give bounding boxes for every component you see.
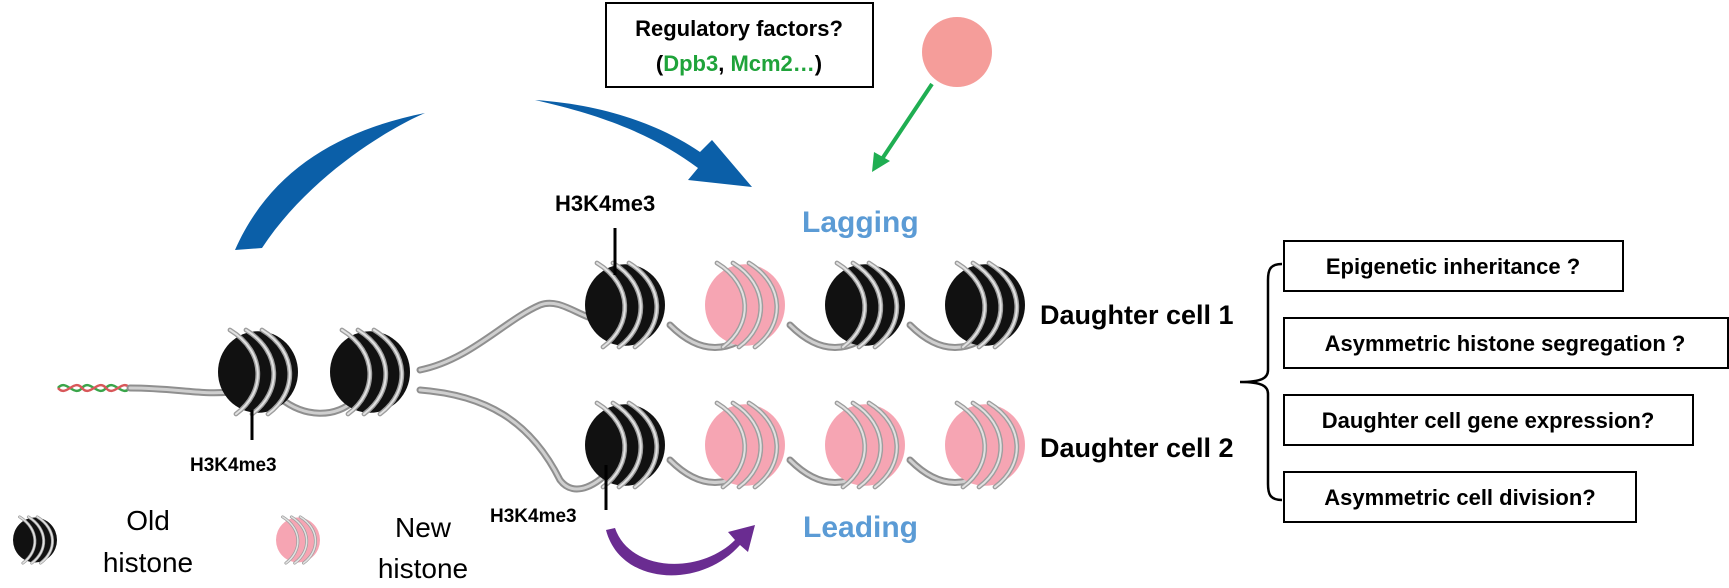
regulatory-factor-circle [922, 17, 992, 87]
question-box-3: Daughter cell gene expression? [1283, 394, 1694, 446]
question-epigenetic-inheritance: Epigenetic inheritance ? [1326, 254, 1580, 279]
question-box-2: Asymmetric histone segregation ? [1283, 317, 1729, 369]
question-asymmetric-histone-segregation: Asymmetric histone segregation ? [1325, 331, 1686, 356]
h3k4me3-label-bottom: H3K4me3 [490, 506, 577, 527]
dpb3-label: Dpb3 [663, 51, 718, 76]
lagging-old-histone-3 [945, 260, 1025, 350]
question-box-1: Epigenetic inheritance ? [1283, 240, 1624, 292]
question-asymmetric-cell-division: Asymmetric cell division? [1324, 485, 1595, 510]
question-box-4: Asymmetric cell division? [1283, 471, 1637, 523]
parental-old-histone-2 [330, 327, 410, 417]
lagging-new-histone-1 [705, 260, 785, 350]
blue-curved-arrow [235, 100, 752, 250]
leading-new-histone-3 [945, 400, 1025, 490]
legend-old-line2: histone [103, 547, 193, 578]
green-arrow [878, 82, 934, 164]
mcm2-label: Mcm2… [730, 51, 814, 76]
leading-new-histone-2 [825, 400, 905, 490]
leading-strand-label: Leading [803, 511, 918, 544]
legend-new-line2: histone [378, 553, 468, 584]
lagging-strand-label: Lagging [802, 206, 919, 239]
legend-new-line1: New [395, 512, 452, 543]
nucleosome-group [218, 260, 1025, 490]
purple-curved-arrow [606, 525, 755, 576]
regulatory-factors-title: Regulatory factors? [635, 16, 843, 41]
legend-old-line1: Old [126, 505, 170, 536]
legend-old-histone-icon [13, 515, 57, 565]
green-arrow-head [872, 152, 890, 172]
questions-bracket [1239, 262, 1283, 502]
leading-old-histone-1 [585, 400, 665, 490]
daughter-cell-1-label: Daughter cell 1 [1040, 300, 1234, 330]
regulatory-factors-examples: (Dpb3, Mcm2…) [656, 51, 822, 76]
daughter-cell-2-label: Daughter cell 2 [1040, 433, 1234, 463]
legend: Old histone New histone [13, 505, 468, 584]
question-daughter-cell-gene-expression: Daughter cell gene expression? [1322, 408, 1655, 433]
lagging-old-histone-1 [585, 260, 665, 350]
lagging-old-histone-2 [825, 260, 905, 350]
dna-helix-end [57, 383, 131, 393]
parental-old-histone-1 [218, 327, 298, 417]
h3k4me3-label-left: H3K4me3 [190, 455, 277, 476]
leading-new-histone-1 [705, 400, 785, 490]
regulatory-factors-box: Regulatory factors? (Dpb3, Mcm2…) [605, 2, 874, 88]
h3k4me3-label-top: H3K4me3 [555, 191, 655, 216]
legend-new-histone-icon [276, 515, 320, 565]
